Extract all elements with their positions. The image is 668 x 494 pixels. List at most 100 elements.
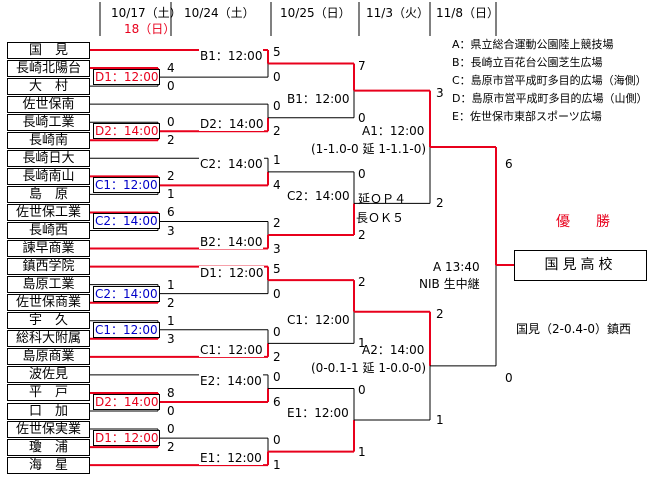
- r2-match-label-3: C2：14:00: [199, 157, 264, 172]
- r2-match-label-7: E2：14:00: [199, 373, 263, 388]
- r2-score-top-1: 5: [273, 45, 281, 59]
- team-10: 佐世保工業: [7, 203, 90, 221]
- team-4: 佐世保南: [7, 95, 90, 113]
- champion-label: 優 勝: [556, 214, 616, 230]
- venue-a: A：県立総合運動公園陸上競技場: [452, 38, 614, 51]
- r1-match-label-7: D2：14:00: [93, 393, 161, 410]
- r1-score-bottom-5: 2: [167, 295, 175, 310]
- team-2: 長崎北陽台: [7, 59, 90, 77]
- r4-match-label-2: A2：14:00: [362, 342, 425, 357]
- r4-score-bottom-1: 2: [436, 196, 444, 211]
- r3-score-bottom-2: 2: [358, 228, 366, 242]
- r2-match-label-4: B2：14:00: [199, 234, 264, 249]
- team-5: 長崎工業: [7, 113, 90, 131]
- r2-match-label-1: B1：12:00: [199, 49, 264, 63]
- r3-match-label-3: C1：12:00: [286, 312, 351, 327]
- r1-score-top-7: 8: [167, 385, 175, 400]
- team-1: 国 見: [7, 41, 90, 59]
- r2-score-top-8: 0: [273, 433, 281, 448]
- r2-score-bottom-7: 6: [273, 394, 281, 409]
- r2-score-bottom-4: 3: [273, 241, 281, 256]
- r1-score-bottom-8: 2: [167, 440, 175, 455]
- r4-score-top-2: 2: [436, 306, 444, 321]
- r1-score-bottom-1: 0: [167, 79, 175, 94]
- r2-score-bottom-2: 2: [273, 124, 281, 139]
- r3-score-bottom-4: 1: [358, 444, 366, 459]
- r1-match-label-3: C1：12:00: [93, 177, 160, 194]
- team-13: 鎮西学院: [7, 258, 90, 276]
- team-22: 佐世保実業: [7, 420, 90, 438]
- r2-score-top-2: 0: [273, 99, 281, 114]
- r2-match-label-2: D2：14:00: [199, 117, 265, 132]
- venue-c: C：島原市営平成町多目的広場（海側）: [452, 74, 647, 87]
- extra-score-line2: 長ＯＫ５: [356, 211, 405, 225]
- r1-score-bottom-2: 2: [167, 133, 175, 148]
- r2-score-bottom-3: 4: [273, 178, 281, 193]
- r2-match-label-8: E1：12:00: [199, 451, 263, 466]
- r1-score-bottom-3: 1: [167, 187, 175, 202]
- r1-match-label-5: C2：14:00: [93, 285, 160, 302]
- r4-score-top-1: 3: [436, 85, 444, 100]
- r4-match-note-1: (1-1.0-0 延 1-1.1-0): [311, 142, 427, 157]
- r1-score-top-4: 6: [167, 205, 175, 220]
- r3-score-top-3: 2: [358, 275, 366, 290]
- r2-score-top-7: 0: [273, 369, 281, 384]
- r1-match-label-1: D1：12:00: [93, 69, 161, 86]
- r1-score-bottom-6: 3: [167, 331, 175, 346]
- team-12: 諫早商業: [7, 240, 90, 258]
- final-score-bottom: 0: [505, 371, 513, 385]
- date-round1-alt: 18（日）: [124, 22, 176, 36]
- r2-score-top-6: 0: [273, 324, 281, 339]
- team-16: 宇 久: [7, 312, 90, 330]
- final-score-top: 6: [505, 157, 513, 171]
- team-6: 長崎南: [7, 131, 90, 149]
- team-20: 平 戸: [7, 384, 90, 402]
- final-result: 国見（2-0.4-0）鎮西: [516, 322, 632, 336]
- team-15: 佐世保商業: [7, 294, 90, 312]
- r1-match-label-4: C2：14:00: [93, 213, 160, 230]
- extra-score-line1: 延ＯＰ４: [358, 192, 407, 206]
- r2-match-label-5: D1：12:00: [199, 265, 265, 280]
- r1-score-top-8: 0: [167, 422, 175, 437]
- r2-score-bottom-6: 2: [273, 349, 281, 364]
- r3-score-top-2: 0: [358, 166, 366, 181]
- r1-score-top-5: 1: [167, 277, 175, 292]
- venue-e: E：佐世保市東部スポーツ広場: [452, 110, 602, 123]
- r2-score-top-4: 2: [273, 216, 281, 231]
- date-final: 11/8（日）: [436, 6, 499, 20]
- r1-match-label-8: D1：12:00: [93, 430, 161, 447]
- date-round3: 10/25（日）: [280, 6, 351, 20]
- r3-score-top-1: 7: [358, 58, 366, 73]
- team-9: 島 原: [7, 185, 90, 203]
- venue-b: B：長崎立百花台公園芝生広場: [452, 56, 603, 69]
- venue-d: D：島原市営平成町多目的広場（山側）: [452, 92, 648, 105]
- r3-score-top-4: 0: [358, 383, 366, 398]
- r3-score-bottom-1: 0: [358, 110, 366, 125]
- team-19: 波佐見: [7, 366, 90, 384]
- r2-score-bottom-8: 1: [273, 458, 281, 473]
- r3-score-bottom-3: 1: [358, 336, 366, 351]
- broadcast-note: NIB 生中継: [419, 277, 480, 291]
- r4-score-bottom-2: 1: [436, 413, 444, 428]
- r1-match-label-2: D2：14:00: [93, 123, 161, 140]
- r1-score-top-3: 2: [167, 169, 175, 184]
- team-7: 長崎日大: [7, 149, 90, 167]
- team-23: 瓊 浦: [7, 438, 90, 456]
- r2-score-top-5: 5: [273, 261, 281, 276]
- r2-score-top-3: 1: [273, 153, 281, 168]
- r1-score-top-2: 0: [167, 115, 175, 130]
- date-round4: 11/3（火）: [366, 6, 429, 20]
- r3-match-label-2: C2：14:00: [286, 189, 351, 204]
- date-round2: 10/24（土）: [184, 6, 255, 20]
- r2-score-bottom-5: 0: [273, 286, 281, 301]
- r3-match-label-4: E1：12:00: [286, 406, 350, 421]
- r4-match-label-1: A1：12:00: [362, 124, 425, 139]
- final-time: A 13:40: [433, 260, 480, 274]
- champion-team: 国見高校: [514, 250, 647, 281]
- team-18: 島原商業: [7, 348, 90, 366]
- team-14: 島原工業: [7, 276, 90, 294]
- team-21: 口 加: [7, 402, 90, 420]
- r4-match-note-2: (0-0.1-1 延 1-0.0-0): [311, 360, 427, 375]
- team-3: 大 村: [7, 77, 90, 95]
- r2-score-bottom-1: 0: [273, 70, 281, 85]
